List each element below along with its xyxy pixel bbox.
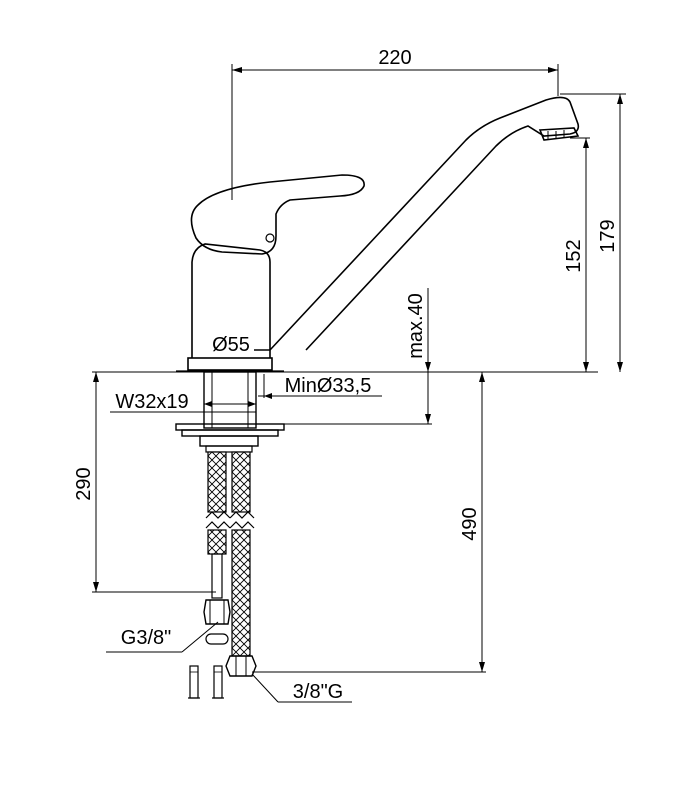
base-flange xyxy=(187,357,273,371)
dim-width-220: 220 xyxy=(378,47,411,69)
flex-hose-left xyxy=(203,451,231,645)
flex-hose-right xyxy=(225,451,257,677)
faucet-body xyxy=(176,96,580,372)
body-cylinder xyxy=(191,243,271,358)
dim-hose-290: 290 xyxy=(73,467,95,500)
mounting-hardware xyxy=(175,371,285,453)
dimension-arrows xyxy=(93,67,623,672)
aerator xyxy=(538,127,580,141)
dim-hose-490: 490 xyxy=(459,507,481,540)
lever-handle xyxy=(190,174,365,255)
label-connector-38g: 3/8"G xyxy=(293,681,343,703)
dim-hole-min: MinØ33,5 xyxy=(285,375,372,397)
dim-shank: W32x19 xyxy=(115,391,188,413)
spout xyxy=(254,96,580,351)
dim-height-179: 179 xyxy=(597,219,619,252)
dim-base-diameter: Ø55 xyxy=(212,334,250,356)
label-connector-g38: G3/8" xyxy=(121,627,171,649)
dim-height-152: 152 xyxy=(563,239,585,272)
dimension-lines xyxy=(92,64,626,703)
mounting-studs xyxy=(188,665,224,699)
dim-max-40: max.40 xyxy=(405,293,427,359)
